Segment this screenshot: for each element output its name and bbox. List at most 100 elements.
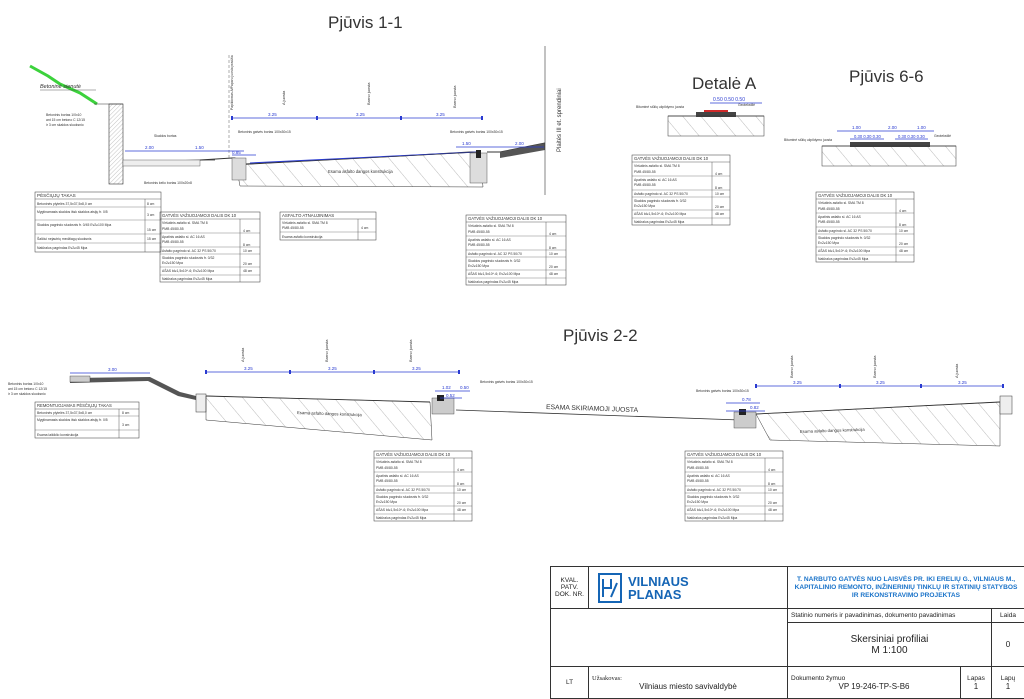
title-section-6-6: Pjūvis 6-6 xyxy=(849,67,924,86)
document-name: Skersiniai profiliai xyxy=(791,634,988,645)
svg-text:15 cm: 15 cm xyxy=(147,237,156,241)
detail-a-drawing: 0.50 0.50 0.50 Geotekstilė Bituminė siūl… xyxy=(636,97,764,136)
svg-text:48 cm: 48 cm xyxy=(715,212,724,216)
svg-text:Asfalto pagrindo sl. AC 32 PS: Asfalto pagrindo sl. AC 32 PS 50/70 xyxy=(818,229,872,233)
svg-text:3.25: 3.25 xyxy=(244,366,253,371)
svg-text:2.00: 2.00 xyxy=(145,145,154,150)
svg-text:10 cm: 10 cm xyxy=(457,488,466,492)
svg-text:3.00: 3.00 xyxy=(108,367,117,372)
svg-text:AŠAS kf≥1,5x10^-6; Ev2≥100 Mpa: AŠAS kf≥1,5x10^-6; Ev2≥100 Mpa xyxy=(468,271,520,276)
svg-text:PMB 45/80-55: PMB 45/80-55 xyxy=(818,220,840,224)
svg-text:Ev2≥150 Mpa: Ev2≥150 Mpa xyxy=(468,264,489,268)
svg-text:Barno juosta: Barno juosta xyxy=(366,82,371,105)
svg-text:3.25: 3.25 xyxy=(268,112,277,117)
svg-text:Natūralus pagrindas Ev2≥45 Mpa: Natūralus pagrindas Ev2≥45 Mpa xyxy=(634,220,684,224)
svg-text:Asfalto pagrindo sl. AC 32 PS: Asfalto pagrindo sl. AC 32 PS 50/70 xyxy=(162,249,216,253)
svg-text:GATVĖS VAŽIUOJAMOJI DALIS DK 1: GATVĖS VAŽIUOJAMOJI DALIS DK 10 xyxy=(818,193,893,198)
svg-text:8 cm: 8 cm xyxy=(715,186,723,190)
svg-text:Skaldos pagrindo sluoksnis fr.: Skaldos pagrindo sluoksnis fr. 0/32 xyxy=(162,256,215,260)
svg-text:3.25: 3.25 xyxy=(328,366,337,371)
svg-text:4 cm: 4 cm xyxy=(549,232,557,236)
title-block: KVAL. PATV. DOK. NR. VILNIAUS PLANAS T. … xyxy=(550,566,1024,698)
svg-text:0.82: 0.82 xyxy=(750,405,759,410)
table-asfalto-atnaujinimas: ASFALTO ATNAUJINIMAS Viršutinis asfalto … xyxy=(280,212,376,240)
laida-label: Laida xyxy=(992,609,1024,623)
svg-text:Betoninės plytelės 37,5x37,5x8: Betoninės plytelės 37,5x37,5x8,0 cm xyxy=(37,411,92,415)
svg-text:48 cm: 48 cm xyxy=(243,269,252,273)
svg-text:15 cm: 15 cm xyxy=(147,228,156,232)
svg-text:Betoninės plytelės 37,5x37,5x8: Betoninės plytelės 37,5x37,5x8,0 cm xyxy=(37,202,92,206)
svg-text:20 cm: 20 cm xyxy=(549,265,558,269)
svg-text:3 cm: 3 cm xyxy=(122,423,130,427)
svg-text:Viršutinis asfalto sl. SMA TM: Viršutinis asfalto sl. SMA TM 8 xyxy=(818,201,864,205)
svg-text:PĖSČIŲJŲ TAKAS: PĖSČIŲJŲ TAKAS xyxy=(37,192,76,198)
svg-text:4 cm: 4 cm xyxy=(457,468,465,472)
svg-text:0.85: 0.85 xyxy=(232,150,241,155)
svg-text:2.00: 2.00 xyxy=(515,141,524,146)
svg-text:Skaldos pagrindo sluoksnis fr.: Skaldos pagrindo sluoksnis fr. 0/32 xyxy=(687,495,740,499)
customer-name: Vilniaus miesto savivaldybė xyxy=(592,682,784,691)
svg-text:Esama asfalto konstrukcija: Esama asfalto konstrukcija xyxy=(282,235,322,239)
svg-text:8 cm: 8 cm xyxy=(243,243,251,247)
svg-text:GATVĖS VAŽIUOJAMOJI DALIS DK 1: GATVĖS VAŽIUOJAMOJI DALIS DK 10 xyxy=(634,156,709,161)
svg-text:0.52: 0.52 xyxy=(446,393,455,398)
svg-text:1.00: 1.00 xyxy=(917,125,926,130)
svg-text:Skaldos pagrindo sluoksnis fr.: Skaldos pagrindo sluoksnis fr. 0/32 xyxy=(468,259,521,263)
svg-text:4 cm: 4 cm xyxy=(715,172,723,176)
existing-construction-label-1: Esama asfalto dangos konstrukcija xyxy=(328,169,393,174)
svg-text:8 cm: 8 cm xyxy=(549,246,557,250)
svg-text:Esama laikiklio konstrukcija: Esama laikiklio konstrukcija xyxy=(37,433,78,437)
svg-text:8 cm: 8 cm xyxy=(899,223,907,227)
laida-value: 0 xyxy=(992,623,1024,667)
svg-text:A juosta: A juosta xyxy=(240,347,245,362)
svg-text:48 cm: 48 cm xyxy=(457,508,466,512)
title-detail-a: Detalė A xyxy=(692,74,757,93)
svg-text:Geotekstilė: Geotekstilė xyxy=(934,134,951,138)
svg-text:GATVĖS VAŽIUOJAMOJI DALIS DK 1: GATVĖS VAŽIUOJAMOJI DALIS DK 10 xyxy=(687,452,762,457)
svg-text:20 cm: 20 cm xyxy=(715,205,724,209)
statinio-label: Statinio numeris ir pavadinimas, dokumen… xyxy=(788,609,992,623)
existing-road-hatch-2 xyxy=(206,396,432,440)
lapas-value: 1 xyxy=(964,682,988,691)
document-name-cell: Skersiniai profiliai M 1:100 xyxy=(788,623,992,667)
lapu-value: 1 xyxy=(995,682,1021,691)
lapas-cell: Lapas 1 xyxy=(961,667,992,699)
svg-text:Viršutinis asfalto sl. SMA TM: Viršutinis asfalto sl. SMA TM 8 xyxy=(634,164,680,168)
svg-text:48 cm: 48 cm xyxy=(899,249,908,253)
retaining-wall xyxy=(109,104,123,184)
svg-text:PMB 45/80-55: PMB 45/80-55 xyxy=(162,227,184,231)
table-remontuojamas-takas: REMONTUOJAMAS PĖSČIŲJŲ TAKAS Betoninės p… xyxy=(35,402,139,438)
svg-text:10 cm: 10 cm xyxy=(243,249,252,253)
svg-text:PMB 45/80-55: PMB 45/80-55 xyxy=(634,183,656,187)
svg-text:PMB 45/80-55: PMB 45/80-55 xyxy=(687,479,709,483)
svg-text:Bituminė siūlių užpildymo juos: Bituminė siūlių užpildymo juosta xyxy=(636,105,684,109)
svg-text:10 cm: 10 cm xyxy=(549,252,558,256)
svg-text:Viršutinis asfalto sl. SMA TM: Viršutinis asfalto sl. SMA TM 8 xyxy=(468,224,514,228)
svg-text:20 cm: 20 cm xyxy=(768,501,777,505)
svg-text:Bituminė siūlių užpildymo juos: Bituminė siūlių užpildymo juosta xyxy=(784,138,832,142)
svg-text:Asfalto pagrindo sl. AC 32 PS: Asfalto pagrindo sl. AC 32 PS 50/70 xyxy=(376,488,430,492)
svg-text:3.25: 3.25 xyxy=(436,112,445,117)
svg-text:48 cm: 48 cm xyxy=(549,272,558,276)
svg-text:AŠAS kf≥1,5x10^-6; Ev2≥100 Mpa: AŠAS kf≥1,5x10^-6; Ev2≥100 Mpa xyxy=(818,248,870,253)
section-6-6-drawing: 1.00 2.00 1.00 0.30 0.30 0.30 0.30 0.30 … xyxy=(784,125,956,166)
svg-text:Asfalto pagrindo sl. AC 32 PS: Asfalto pagrindo sl. AC 32 PS 50/70 xyxy=(634,192,688,196)
svg-text:Geotekstilė: Geotekstilė xyxy=(738,103,755,107)
table-section-6-6: GATVĖS VAŽIUOJAMOJI DALIS DK 10 Viršutin… xyxy=(816,192,914,262)
svg-text:AŠAS kf≥1,5x10^-6; Ev2≥100 Mpa: AŠAS kf≥1,5x10^-6; Ev2≥100 Mpa xyxy=(376,507,428,512)
svg-text:8 cm: 8 cm xyxy=(147,202,155,206)
logo-line-1: VILNIAUS xyxy=(628,575,689,588)
svg-text:ant 15 cm betono C 12/15: ant 15 cm betono C 12/15 xyxy=(8,387,47,391)
lapu-label: Lapų xyxy=(995,675,1021,682)
svg-text:3.25: 3.25 xyxy=(412,366,421,371)
project-title: T. NARBUTO GATVĖS NUO LAISVĖS PR. IKI ER… xyxy=(788,567,1024,609)
table-vaziuojamoji-4: GATVĖS VAŽIUOJAMOJI DALIS DK 10 Viršutin… xyxy=(685,451,783,521)
svg-text:PMB 45/80-55: PMB 45/80-55 xyxy=(282,226,304,230)
table-vaziuojamoji-2: GATVĖS VAŽIUOJAMOJI DALIS DK 10 Viršutin… xyxy=(466,215,566,285)
svg-text:Skaldos pagrindo sluoksnis fr.: Skaldos pagrindo sluoksnis fr. 0/32 xyxy=(376,495,429,499)
svg-text:PMB 45/80-55: PMB 45/80-55 xyxy=(376,466,398,470)
svg-text:REMONTUOJAMAS PĖSČIŲJŲ TAKAS: REMONTUOJAMAS PĖSČIŲJŲ TAKAS xyxy=(37,403,112,408)
svg-text:3.25: 3.25 xyxy=(356,112,365,117)
svg-text:Apatinis asfalto sl. AC 16 AS: Apatinis asfalto sl. AC 16 AS xyxy=(468,238,512,242)
existing-road-hatch-3 xyxy=(756,402,1000,446)
